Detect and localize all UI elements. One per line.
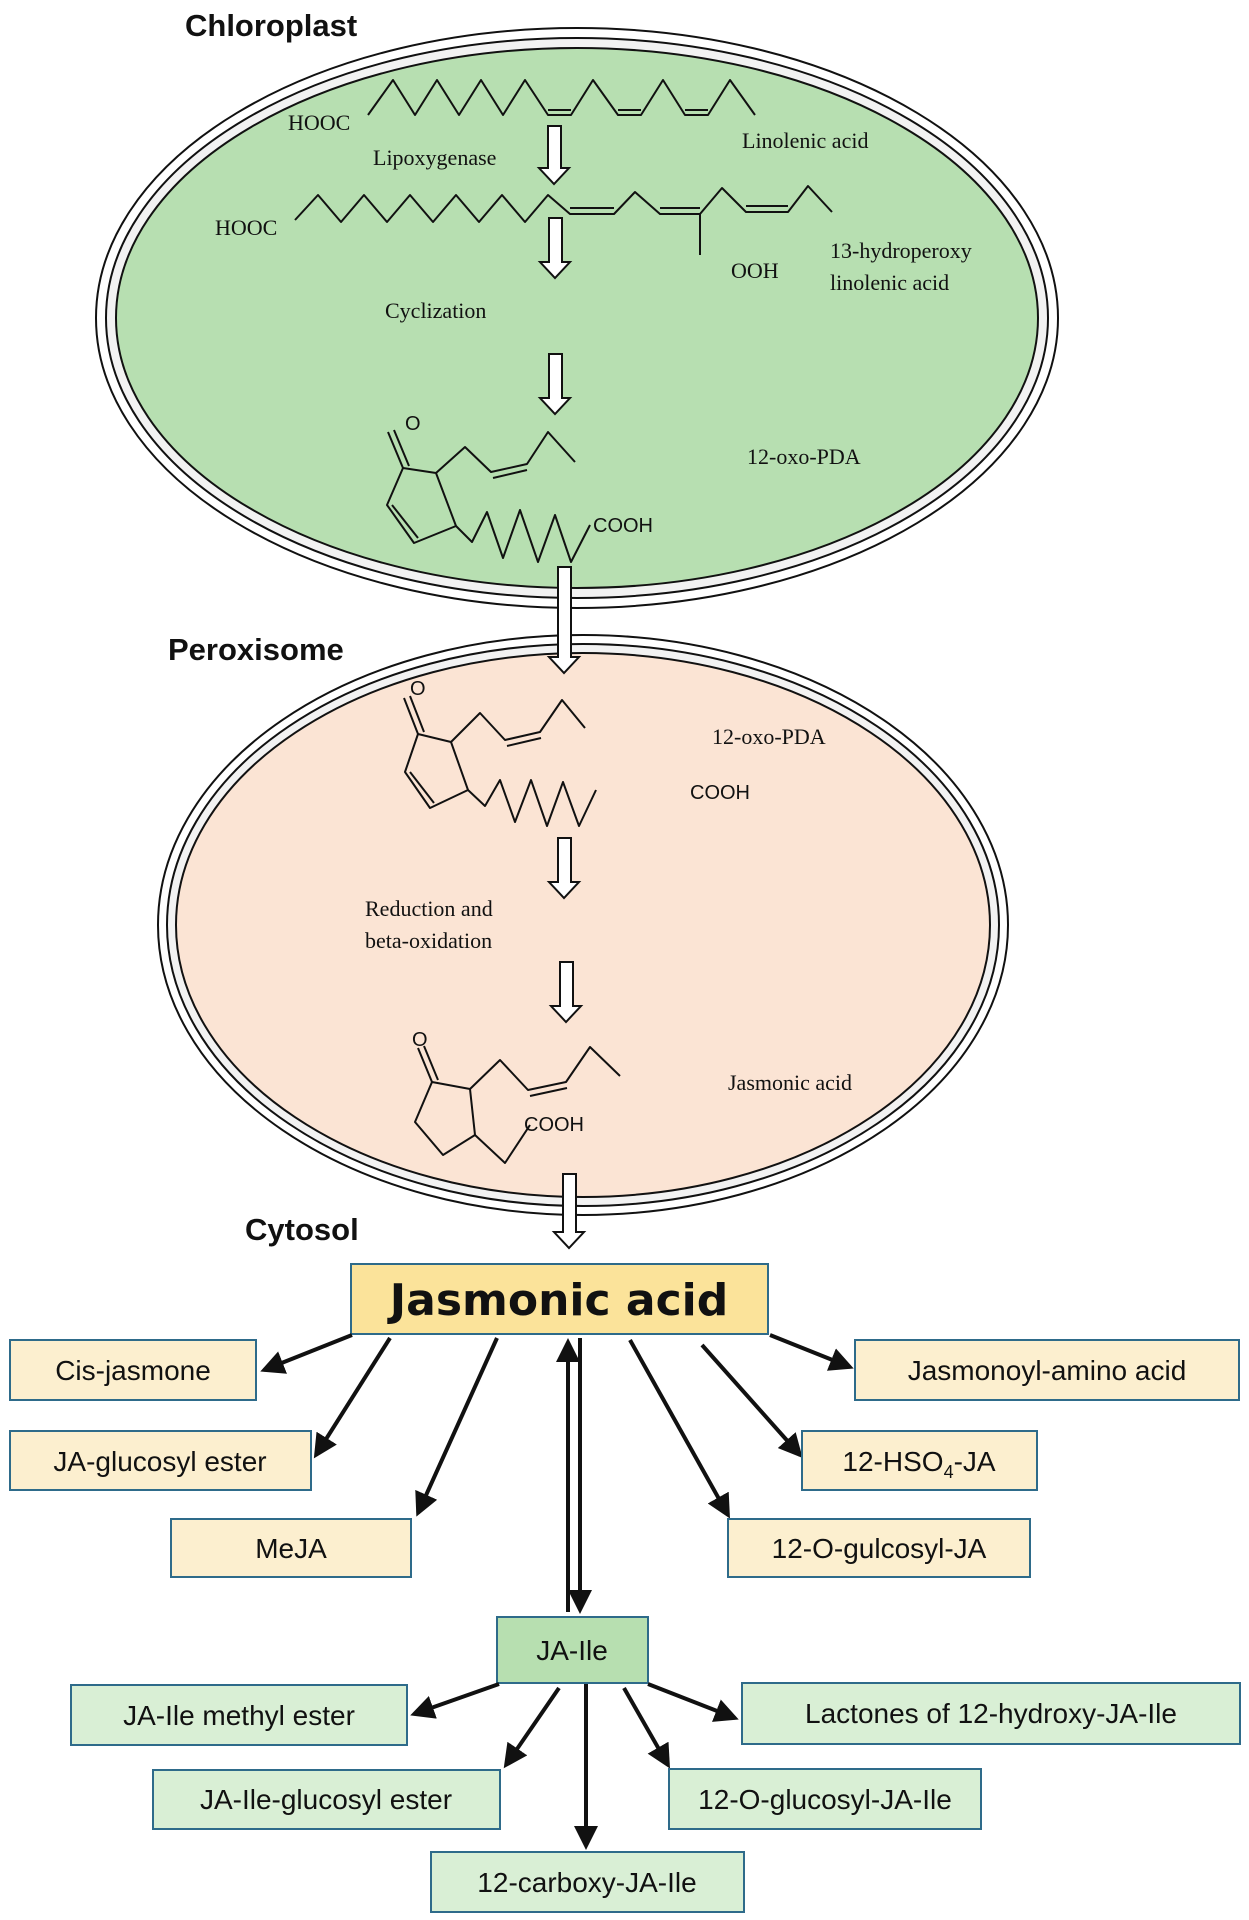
jasmonic-acid-node-label: Jasmonic acid: [387, 1275, 729, 1326]
jasmonic-acid-structure-label: Jasmonic acid: [728, 1070, 852, 1095]
ja-ketone-o: O: [412, 1029, 428, 1051]
node-o-gulcosyl-ja-label: 12-O-gulcosyl-JA: [772, 1533, 987, 1564]
hollow-down-arrow-icon: [546, 566, 582, 675]
arrow-to-o-glucosyl-ja-ile: [622, 1687, 670, 1769]
hollow-down-arrow-icon: [537, 353, 573, 416]
hydroperoxy-label-line1: 13-hydroperoxy: [830, 238, 972, 263]
chloroplast-compartment: [95, 27, 1059, 609]
node-meja: MeJA: [170, 1518, 412, 1578]
hso4-prefix: 12-HSO: [842, 1446, 943, 1477]
node-o-glucosyl-ja-ile: 12-O-glucosyl-JA-Ile: [668, 1768, 982, 1830]
opda-cooh: COOH: [593, 515, 653, 537]
linolenic-acid-label: Linolenic acid: [742, 128, 868, 153]
hollow-down-arrow-icon: [537, 217, 573, 280]
hydroperoxy-label-line2: linolenic acid: [830, 270, 949, 295]
node-lactones: Lactones of 12-hydroxy-JA-Ile: [741, 1682, 1241, 1745]
ja-ile-node: JA-Ile: [496, 1616, 649, 1684]
peroxisome-label: Peroxisome: [168, 632, 344, 667]
opda-label-peroxisome: 12-oxo-PDA: [712, 724, 826, 749]
hollow-down-arrow-icon: [546, 837, 582, 900]
chloroplast-membrane-inner: [115, 47, 1039, 589]
node-ja-ile-methyl-ester-label: JA-Ile methyl ester: [123, 1700, 355, 1731]
hydroperoxy-linolenic-acid-structure: HOOC OOH 13-hydroperoxy linolenic acid: [215, 185, 972, 295]
node-ja-glucosyl-ester: JA-glucosyl ester: [9, 1430, 312, 1491]
opda-label-chloroplast: 12-oxo-PDA: [747, 444, 861, 469]
jasmonic-acid-structure: O COOH Jasmonic acid: [412, 1029, 852, 1164]
hydroperoxy-hooc: HOOC: [215, 215, 277, 240]
arrow-to-ja-glucosyl-ester: [313, 1336, 392, 1459]
node-ja-ile-methyl-ester: JA-Ile methyl ester: [70, 1684, 408, 1746]
chloroplast-label: Chloroplast: [185, 8, 357, 43]
node-carboxy-ja-ile-label: 12-carboxy-JA-Ile: [477, 1867, 696, 1898]
cytosol-label: Cytosol: [245, 1212, 359, 1247]
hollow-down-arrow-icon: [536, 125, 572, 186]
hollow-down-arrow-icon: [551, 1173, 587, 1250]
jasmonic-acid-node: Jasmonic acid: [350, 1263, 769, 1335]
node-cis-jasmone: Cis-jasmone: [9, 1339, 257, 1401]
arrow-to-o-gulcosyl-ja: [628, 1339, 730, 1519]
ja-cooh: COOH: [524, 1114, 584, 1136]
node-lactones-label: Lactones of 12-hydroxy-JA-Ile: [805, 1698, 1177, 1729]
hso4-suffix: -JA: [954, 1446, 996, 1477]
arrow-to-jasmonoyl-amino-acid: [769, 1333, 854, 1371]
node-carboxy-ja-ile: 12-carboxy-JA-Ile: [430, 1851, 745, 1913]
ja-ile-derivative-arrows: [410, 1682, 739, 1850]
node-ja-ile-glucosyl-ester: JA-Ile-glucosyl ester: [152, 1769, 501, 1830]
node-o-gulcosyl-ja: 12-O-gulcosyl-JA: [727, 1518, 1031, 1578]
reduction-step-label-line2: beta-oxidation: [365, 928, 492, 953]
arrow-to-hso4-ja: [700, 1343, 803, 1458]
opda-peroxisome-cooh: COOH: [690, 782, 750, 804]
ja-ile-node-label: JA-Ile: [536, 1635, 608, 1666]
node-jasmonoyl-amino-acid-label: Jasmonoyl-amino acid: [908, 1355, 1187, 1386]
node-o-glucosyl-ja-ile-label: 12-O-glucosyl-JA-Ile: [698, 1784, 952, 1815]
linolenic-acid-hooc: HOOC: [288, 110, 350, 135]
opda-ketone-o: O: [405, 413, 421, 435]
hso4-subscript: 4: [944, 1462, 954, 1482]
arrow-to-cis-jasmone: [260, 1333, 353, 1374]
arrow-to-meja: [415, 1337, 499, 1517]
hollow-down-arrow-icon: [548, 961, 584, 1024]
reduction-step-label-line1: Reduction and: [365, 896, 493, 921]
node-meja-label: MeJA: [255, 1533, 327, 1564]
hydroperoxy-ooh: OOH: [731, 258, 779, 283]
node-ja-glucosyl-ester-label: JA-glucosyl ester: [53, 1446, 266, 1477]
linolenic-acid-structure: HOOC Linolenic acid: [288, 79, 868, 153]
node-hso4-ja: 12-HSO4-JA: [801, 1430, 1038, 1491]
cyclization-step-label: Cyclization: [385, 298, 486, 323]
arrow-to-lactones: [647, 1682, 739, 1722]
node-hso4-ja-label: 12-HSO4-JA: [842, 1446, 995, 1482]
peroxisome-compartment: [157, 634, 1009, 1216]
opda-structure-peroxisome: O COOH 12-oxo-PDA: [403, 678, 826, 827]
opda-peroxisome-ketone-o: O: [410, 678, 426, 700]
arrow-to-ja-ile-methyl-ester: [410, 1682, 500, 1719]
node-ja-ile-glucosyl-ester-label: JA-Ile-glucosyl ester: [200, 1784, 452, 1815]
arrow-to-ja-ile-glucosyl-ester: [503, 1686, 561, 1769]
opda-structure-chloroplast: O COOH 12-oxo-PDA: [386, 413, 861, 563]
node-jasmonoyl-amino-acid: Jasmonoyl-amino acid: [854, 1339, 1240, 1401]
ja-derivative-arrows: [260, 1333, 854, 1614]
node-cis-jasmone-label: Cis-jasmone: [55, 1355, 211, 1386]
peroxisome-membrane-inner: [175, 652, 991, 1198]
lipoxygenase-step-label: Lipoxygenase: [373, 145, 496, 170]
